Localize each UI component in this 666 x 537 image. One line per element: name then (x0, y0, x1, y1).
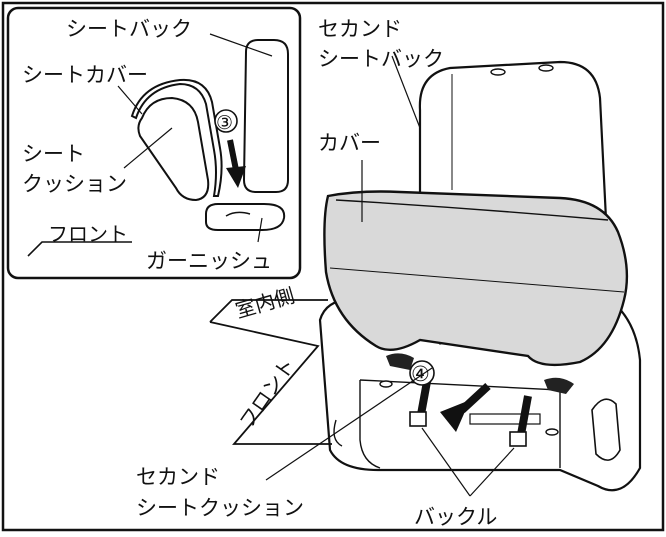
anchor-hole-right (545, 428, 559, 436)
leader-buckle-right (469, 447, 515, 497)
label-seat-cushion-line2: クッション (22, 172, 127, 196)
buckle-right (509, 431, 527, 447)
inset-panel: シートバック シートカバー シート クッション ③ フロント ガーニッシュ (6, 6, 302, 280)
label-garnish: ガーニッシュ (146, 249, 272, 273)
step4-arrow-head (440, 400, 470, 432)
label-second-back-line2: シートバック (318, 47, 444, 71)
leader-buckle-left (421, 427, 471, 497)
label-cover: カバー (318, 131, 381, 155)
buckle-left (409, 411, 427, 427)
inset-garnish-shape (205, 203, 286, 231)
cushion-front-edge (359, 380, 381, 469)
leader-second-back (391, 55, 421, 129)
flap-left (386, 353, 414, 370)
headrest-hole-right (538, 64, 554, 72)
label-second-cushion-line1: セカンド (136, 465, 220, 489)
step3-arrow-head (226, 166, 246, 188)
step3-arrow-shaft (227, 139, 239, 171)
cover-mid-seam (329, 267, 625, 293)
inset-front-arrow (27, 241, 132, 257)
step3-circle (214, 109, 238, 133)
flap-right (544, 377, 574, 394)
inset-seat-cushion-shape (137, 96, 210, 202)
side-handle (591, 398, 621, 461)
inset-garnish-detail (225, 211, 251, 217)
inset-seat-cover-shape (130, 78, 223, 197)
label-second-cushion-line2: シートクッション (136, 496, 304, 520)
step4-label: ④ (411, 362, 430, 386)
inset-seat-back-shape (242, 39, 289, 193)
leader-seat-cover (117, 85, 143, 115)
label-seat-cushion-line1: シート (22, 142, 85, 166)
cover-top-seam (335, 199, 609, 221)
headrest-hole-left (490, 68, 506, 76)
interior-side-arrow (209, 299, 328, 323)
main-front-arrow (209, 321, 332, 445)
leader-garnish (257, 217, 263, 243)
side-left-detail (333, 419, 343, 447)
leader-seat-cushion (123, 127, 173, 169)
cushion-slot (469, 413, 541, 425)
anchor-hole-left (379, 380, 393, 388)
label-seat-cover: シートカバー (22, 63, 148, 87)
step3-label: ③ (216, 112, 233, 134)
label-inset-front: フロント (48, 222, 128, 246)
label-second-back-line1: セカンド (318, 17, 402, 41)
leader-second-cushion (265, 367, 433, 481)
cover-shape (323, 190, 629, 367)
label-interior-side: 室内側 (233, 283, 297, 323)
leader-seat-back (209, 33, 273, 57)
label-buckle: バックル (414, 505, 497, 529)
label-seat-back: シートバック (66, 17, 192, 41)
label-main-front: フロント (234, 354, 300, 433)
